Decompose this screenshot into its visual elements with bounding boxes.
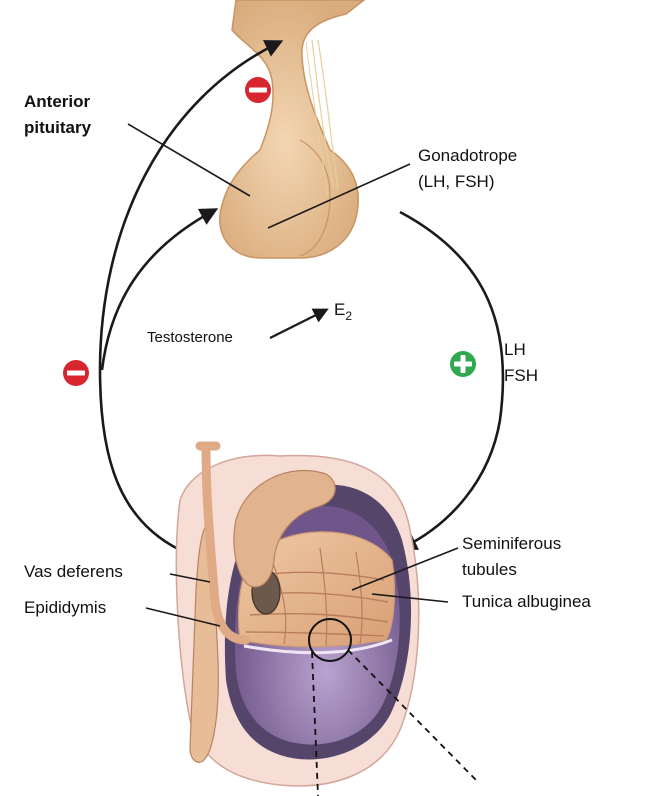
negative-badge-left	[63, 360, 89, 386]
negative-badge-top	[245, 77, 271, 103]
testosterone-label: Testosterone	[147, 328, 233, 348]
estradiol-label: E2	[334, 300, 352, 321]
anterior-pituitary-label-line2: pituitary	[24, 118, 91, 138]
gonadotrope-label-line2: (LH, FSH)	[418, 172, 495, 192]
stimulatory-lh-fsh-arrow	[400, 212, 503, 548]
vas-deferens-label: Vas deferens	[24, 562, 123, 582]
testis-illustration	[176, 446, 476, 796]
estradiol-main: E	[334, 300, 345, 319]
lh-label: LH	[504, 340, 526, 360]
estradiol-subscript: 2	[345, 309, 352, 323]
anterior-pituitary-label-line1: Anterior	[24, 92, 90, 112]
testosterone-to-e2-arrow	[270, 310, 326, 338]
seminiferous-label-line2: tubules	[462, 560, 517, 580]
seminiferous-label-line1: Seminiferous	[462, 534, 561, 554]
leader-anterior-pituitary	[128, 124, 250, 196]
positive-badge-right	[450, 351, 476, 377]
testis-to-pituitary-arrow	[100, 370, 180, 550]
epididymis-label: Epididymis	[24, 598, 106, 618]
fsh-label: FSH	[504, 366, 538, 386]
pituitary-gland	[220, 0, 364, 258]
tunica-albuginea-label: Tunica albuginea	[462, 592, 591, 612]
gonadotrope-label-line1: Gonadotrope	[418, 146, 517, 166]
